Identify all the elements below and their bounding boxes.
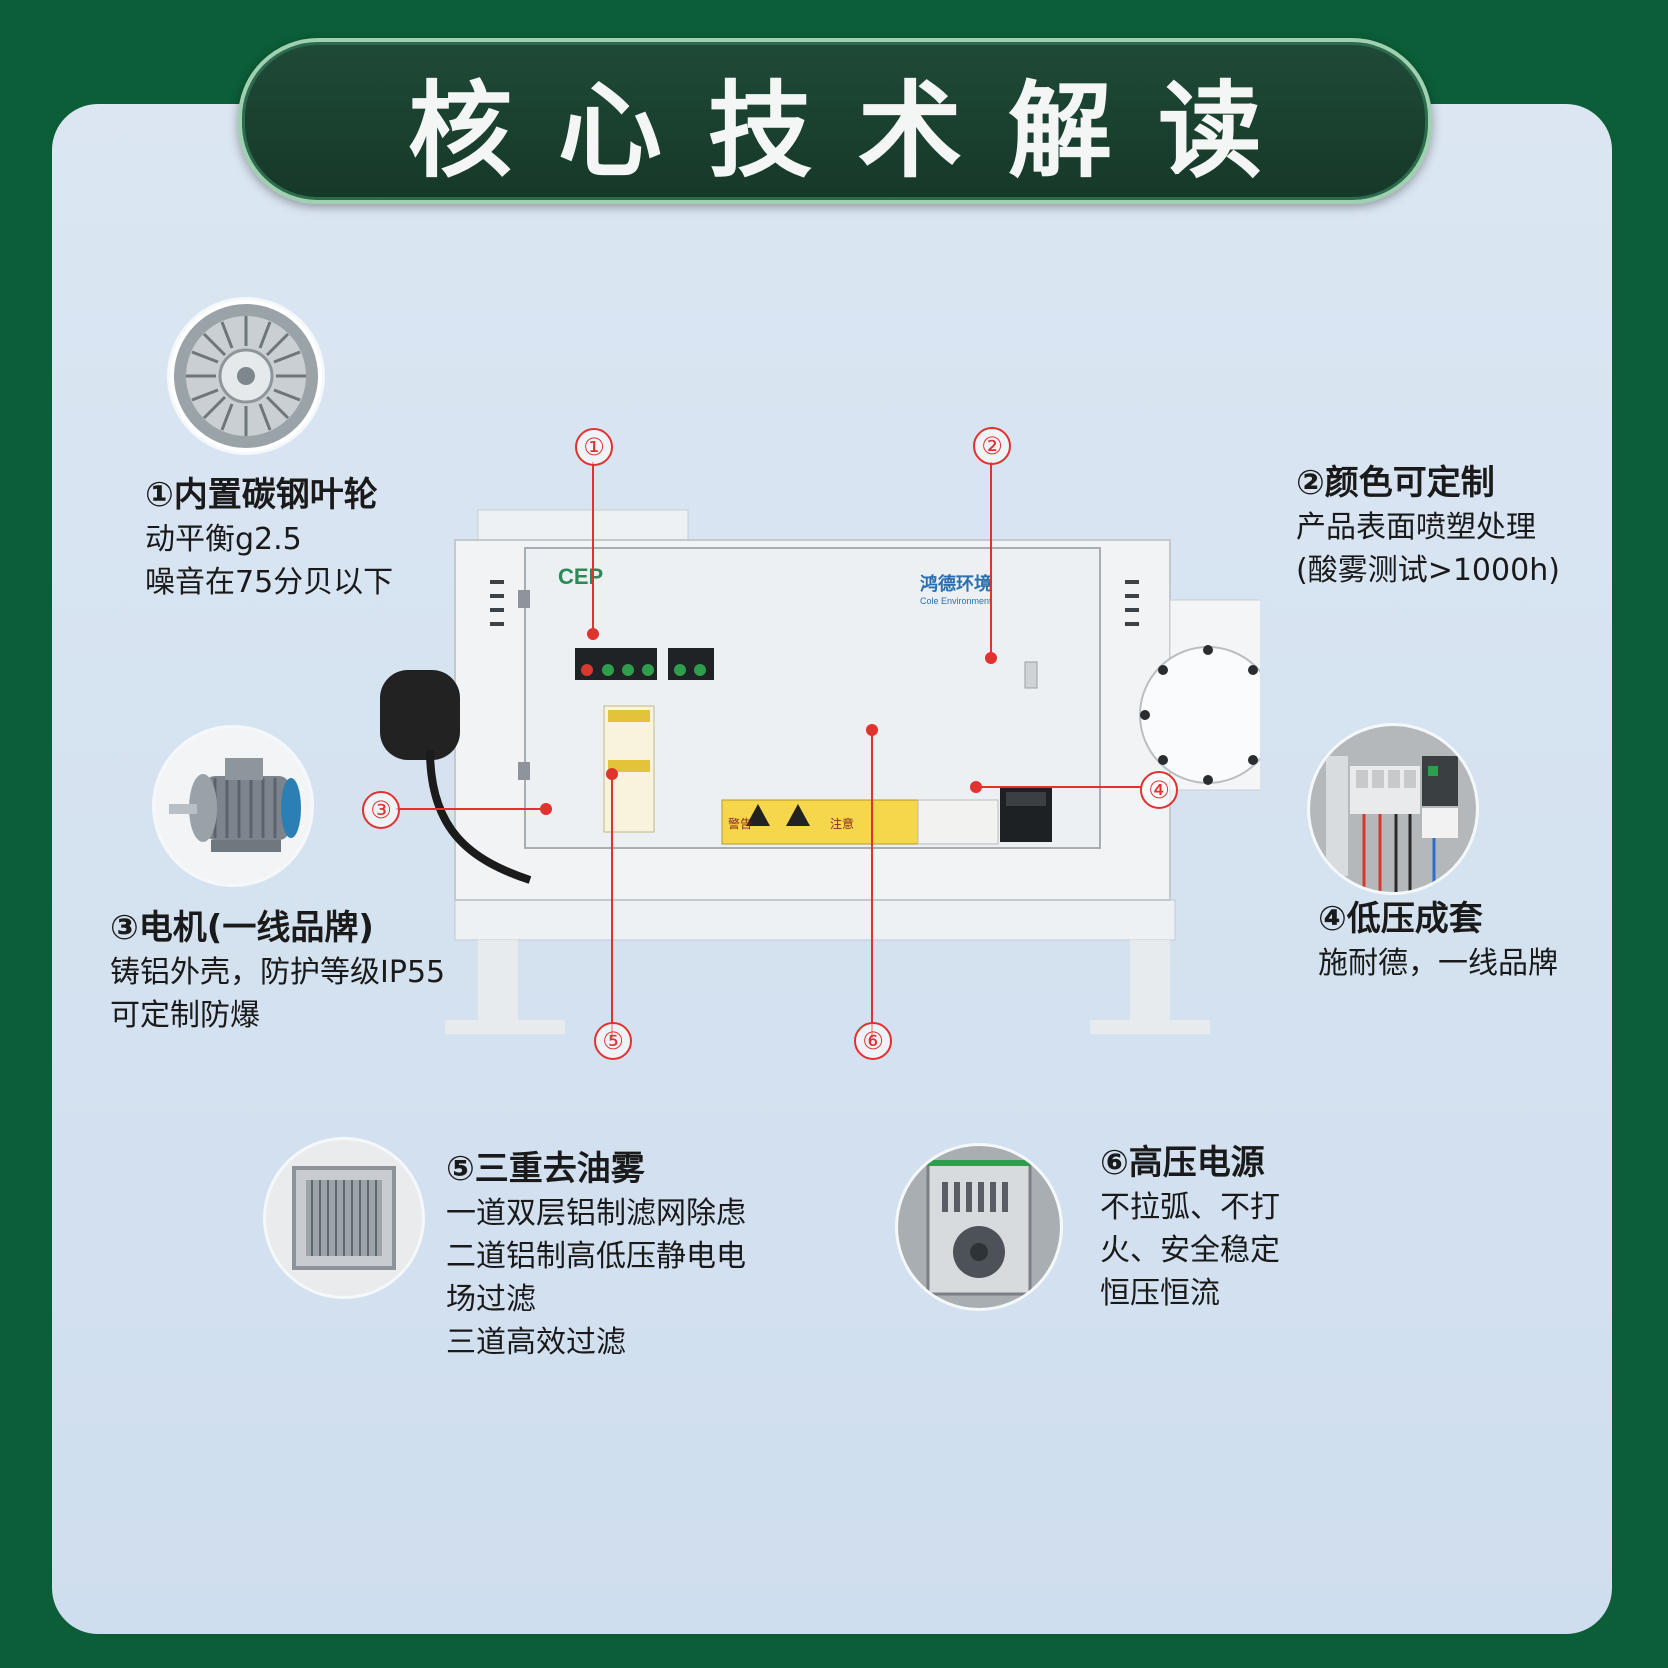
feature-line: 场过滤 <box>446 1282 536 1317</box>
feature-line: 不拉弧、不打 <box>1100 1190 1280 1225</box>
callout-line-3 <box>396 808 546 810</box>
feature-line: 产品表面喷塑处理 <box>1296 510 1536 545</box>
feature-impeller: ①内置碳钢叶轮 动平衡g2.5 噪音在75分贝以下 <box>145 472 393 604</box>
feature-heading: ①内置碳钢叶轮 <box>145 475 378 515</box>
machine-brand: 鸿德环境 <box>920 573 992 595</box>
machine-brand-sub: Cole Environment <box>920 596 992 606</box>
warning-label-1: 警告 <box>728 816 752 831</box>
feature-line: 铸铝外壳，防护等级IP55 <box>110 955 446 990</box>
feature-oil-mist: ⑤三重去油雾 一道双层铝制滤网除虑 二道铝制高低压静电电 场过滤 三道高效过滤 <box>446 1146 746 1364</box>
marker-6: ⑥ <box>854 1022 892 1060</box>
feature-line: 噪音在75分贝以下 <box>145 565 394 600</box>
filter-icon <box>266 1140 422 1296</box>
callout-line-6 <box>871 730 873 1038</box>
feature-heading: ⑥高压电源 <box>1100 1143 1265 1183</box>
power-supply-icon <box>898 1146 1060 1308</box>
marker-1: ① <box>575 428 613 466</box>
title-banner: 核心技术解读 <box>238 38 1432 204</box>
feature-heading: ④低压成套 <box>1318 899 1483 939</box>
feature-line: 施耐德，一线品牌 <box>1318 946 1558 981</box>
feature-motor: ③电机(一线品牌) 铸铝外壳，防护等级IP55 可定制防爆 <box>110 905 445 1037</box>
page-title: 核心技术解读 <box>407 69 1308 192</box>
feature-line: 可定制防爆 <box>110 998 260 1033</box>
callout-dot-1 <box>587 628 599 640</box>
callout-line-4 <box>976 786 1142 788</box>
callout-dot-5 <box>606 768 618 780</box>
feature-line: 三道高效过滤 <box>446 1325 626 1360</box>
callout-line-5 <box>611 774 613 1038</box>
marker-2: ② <box>973 427 1011 465</box>
callout-dot-6 <box>866 724 878 736</box>
callout-dot-2 <box>985 652 997 664</box>
machine-logo: CEP <box>558 564 603 589</box>
warning-label-2: 注意 <box>830 816 854 831</box>
feature-line: 动平衡g2.5 <box>145 522 302 557</box>
motor-icon <box>155 728 311 884</box>
feature-low-voltage: ④低压成套 施耐德，一线品牌 <box>1318 896 1558 985</box>
marker-4: ④ <box>1140 771 1178 809</box>
feature-heading: ②颜色可定制 <box>1296 463 1495 503</box>
feature-line: 火、安全稳定 <box>1100 1233 1280 1268</box>
marker-5: ⑤ <box>594 1022 632 1060</box>
feature-line: 二道铝制高低压静电电 <box>446 1239 746 1274</box>
callout-dot-3 <box>540 803 552 815</box>
purifier-machine: CEP 鸿德环境 Cole Environment 警告 注意 <box>380 509 1260 1034</box>
marker-3: ③ <box>362 791 400 829</box>
feature-line: (酸雾测试>1000h) <box>1296 553 1560 588</box>
feature-heading: ③电机(一线品牌) <box>110 908 374 948</box>
impeller-icon <box>170 300 322 452</box>
callout-dot-4 <box>970 781 982 793</box>
callout-line-2 <box>990 462 992 658</box>
feature-heading: ⑤三重去油雾 <box>446 1149 645 1189</box>
electrical-panel-icon <box>1310 726 1476 892</box>
feature-line: 一道双层铝制滤网除虑 <box>446 1196 746 1231</box>
feature-hv-power: ⑥高压电源 不拉弧、不打 火、安全稳定 恒压恒流 <box>1100 1140 1280 1315</box>
feature-color: ②颜色可定制 产品表面喷塑处理 (酸雾测试>1000h) <box>1296 460 1560 592</box>
callout-line-1 <box>592 462 594 634</box>
feature-line: 恒压恒流 <box>1100 1276 1220 1311</box>
